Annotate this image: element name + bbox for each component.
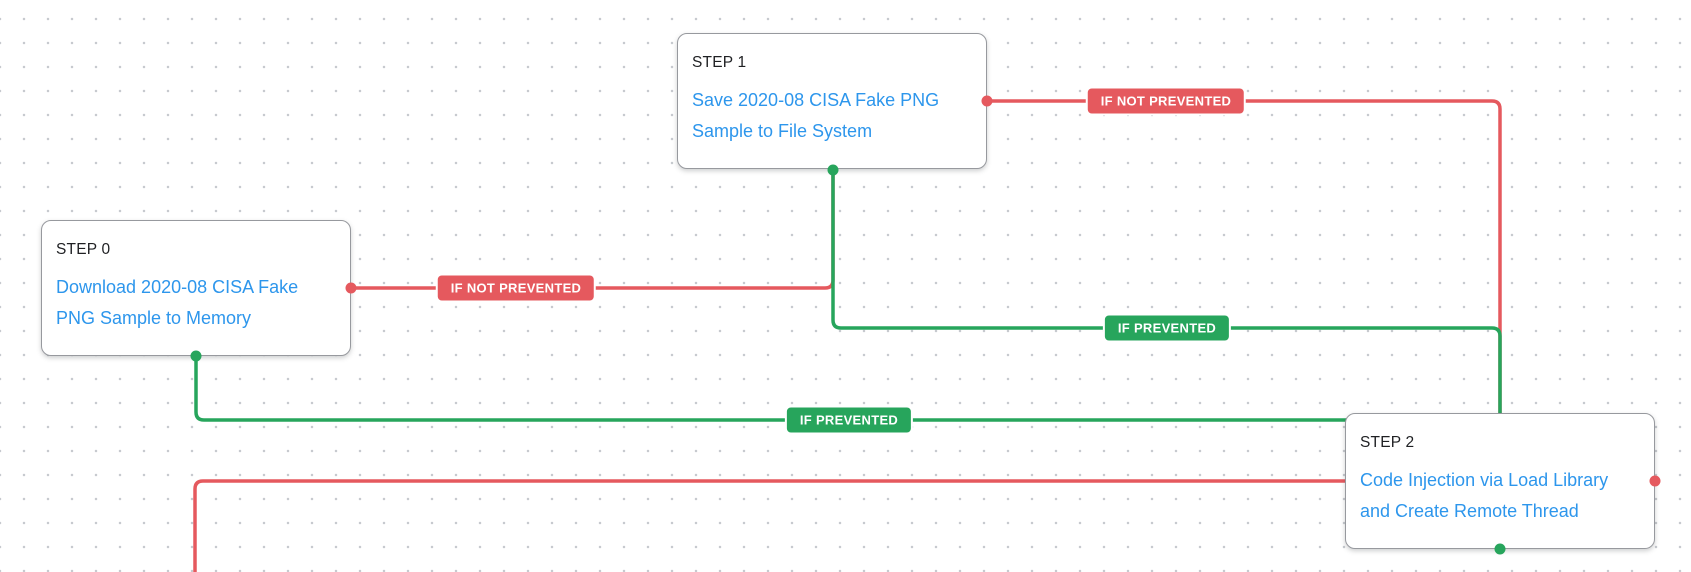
step-2-scenario-line-1: Code Injection via Load Library bbox=[1360, 470, 1609, 490]
edge-label-prevented-step0: IF PREVENTED bbox=[784, 405, 914, 435]
edge-step2-not-prevented-offscreen[interactable] bbox=[193, 479, 1655, 572]
step-0-scenario-link[interactable]: Download 2020-08 CISA Fake PNG Sample to… bbox=[56, 272, 336, 334]
step-2-scenario-line-2: and Create Remote Thread bbox=[1360, 501, 1579, 521]
edge-label-not-prevented-step1: IF NOT PREVENTED bbox=[1085, 86, 1247, 116]
edge-label-not-prevented-step0: IF NOT PREVENTED bbox=[435, 273, 597, 303]
step-node-0[interactable]: STEP 0 Download 2020-08 CISA Fake PNG Sa… bbox=[41, 220, 351, 356]
edge-step0-to-step2-prevented[interactable] bbox=[194, 356, 1360, 422]
step-1-scenario-line-2: Sample to File System bbox=[692, 121, 873, 141]
step-2-title: STEP 2 bbox=[1360, 434, 1415, 451]
step-2-scenario-link[interactable]: Code Injection via Load Library and Crea… bbox=[1360, 465, 1640, 527]
step-0-title: STEP 0 bbox=[56, 241, 111, 258]
step-0-scenario-line-2: PNG Sample to Memory bbox=[56, 308, 252, 328]
step-node-1[interactable]: STEP 1 Save 2020-08 CISA Fake PNG Sample… bbox=[677, 33, 987, 169]
step-1-title: STEP 1 bbox=[692, 54, 747, 71]
step-0-scenario-line-1: Download 2020-08 CISA Fake bbox=[56, 277, 299, 297]
step-1-scenario-link[interactable]: Save 2020-08 CISA Fake PNG Sample to Fil… bbox=[692, 85, 972, 147]
step-1-scenario-line-1: Save 2020-08 CISA Fake PNG bbox=[692, 90, 940, 110]
step-node-2[interactable]: STEP 2 Code Injection via Load Library a… bbox=[1345, 413, 1655, 549]
edge-label-prevented-step1: IF PREVENTED bbox=[1102, 313, 1232, 343]
edge-step1-to-step2-not-prevented[interactable] bbox=[987, 99, 1502, 413]
